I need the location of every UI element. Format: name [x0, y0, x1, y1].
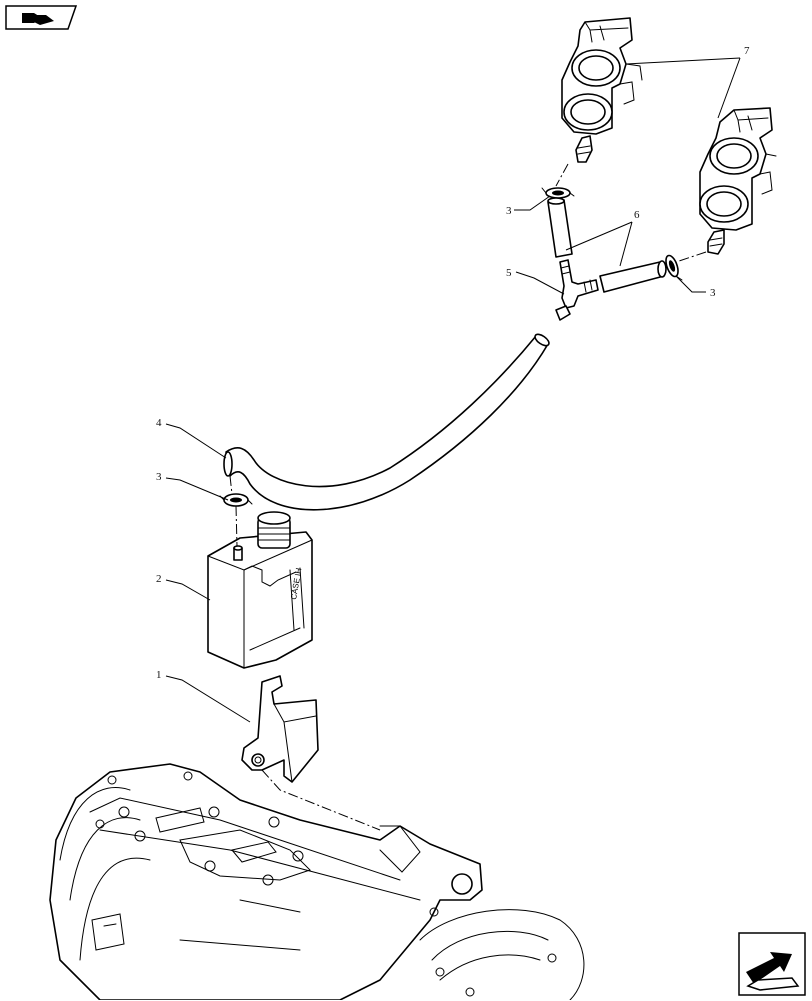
leader-line-5: [515, 271, 565, 295]
hose-clip-upper-left: [541, 187, 575, 199]
leader-line-6a: [565, 221, 633, 251]
hose-clip-upper-right: [665, 254, 683, 281]
leader-line-7b: [717, 57, 741, 119]
hose-clip-tank: [219, 493, 253, 507]
callout-4: 4: [156, 417, 162, 429]
callout-1: 1: [156, 669, 162, 681]
leader-line-3c: [165, 477, 229, 501]
callout-3c: 3: [156, 471, 162, 483]
y-connector: [555, 259, 599, 321]
valve-block-right: [699, 107, 777, 255]
previous-page-button[interactable]: [4, 4, 78, 31]
previous-page-icon: [5, 5, 78, 30]
leader-line-6b: [619, 221, 633, 267]
leader-line-3a: [514, 195, 551, 211]
long-hose: [223, 333, 550, 511]
assembly-line-valve-upper: [555, 163, 569, 187]
callout-7: 7: [744, 45, 750, 57]
short-hose-horizontal: [599, 260, 667, 293]
leader-line-2: [165, 579, 211, 601]
tank-bracket: [241, 675, 319, 783]
next-page-button[interactable]: [738, 932, 806, 996]
next-page-icon: [738, 932, 806, 996]
assembly-line-hose-clip: [229, 475, 233, 495]
valve-block-upper: [561, 17, 643, 163]
assembly-line-clip-tank: [235, 505, 238, 547]
callout-2: 2: [156, 573, 162, 585]
leader-line-1: [165, 675, 251, 723]
leader-line-4: [165, 423, 227, 459]
assembly-line-valve-right: [675, 251, 707, 263]
expansion-tank: CASE IH: [207, 511, 313, 669]
callout-3b: 3: [710, 287, 716, 299]
callout-6: 6: [634, 209, 640, 221]
leader-line-7a: [625, 57, 741, 65]
leader-line-3b: [675, 275, 706, 293]
callout-group: 7 3 6 5 3 4 3 2 1: [156, 45, 750, 723]
axle-housing: [49, 763, 585, 1000]
assembly-line-bracket: [261, 769, 381, 831]
short-hose-vertical: [547, 197, 573, 258]
callout-3a: 3: [506, 205, 512, 217]
callout-5: 5: [506, 267, 512, 279]
